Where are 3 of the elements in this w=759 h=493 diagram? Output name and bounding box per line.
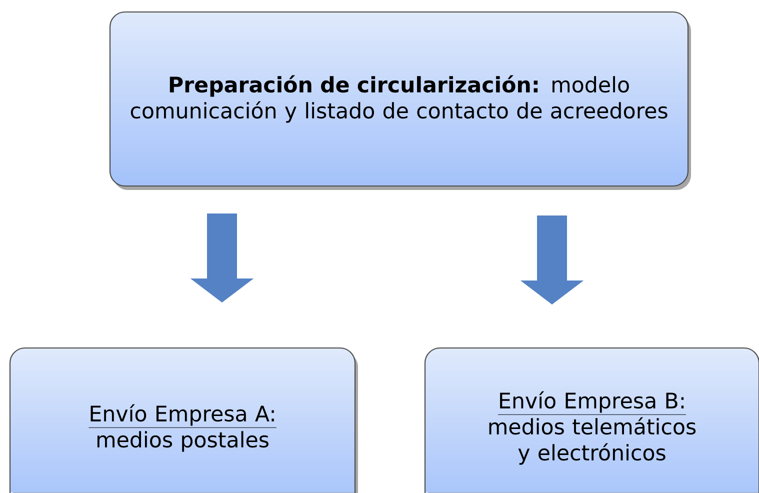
process-box: Envío Empresa A: medios postales [9,347,358,493]
process-box: Preparación de circularización: modelo comunicación y listado de contacto de acreedores [109,11,691,190]
process-box: Envío Empresa B: medios telemáticos y electrónicos [424,347,759,493]
